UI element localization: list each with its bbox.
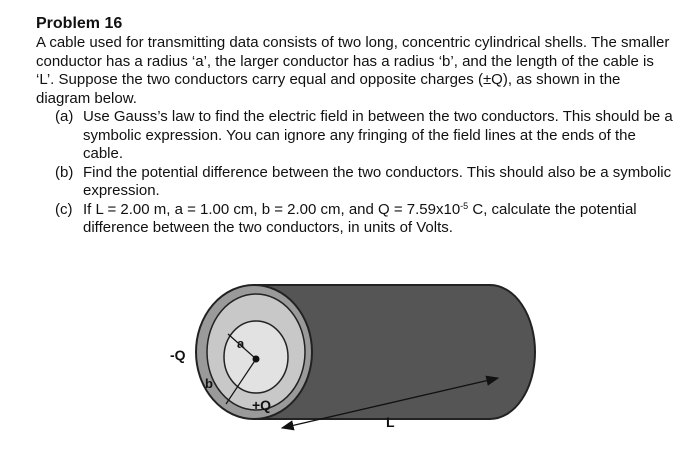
length-label: L — [386, 414, 395, 430]
part-c-text-after: C, calculate the potential difference be… — [83, 200, 637, 237]
inner-charge-label: +Q — [252, 397, 271, 413]
problem-title: Problem 16 — [36, 15, 123, 32]
length-arrow — [280, 375, 500, 431]
part-b: (b) Find the potential difference between… — [36, 164, 676, 201]
part-c-text-before: If L = 2.00 m, a = 1.00 cm, b = 2.00 cm,… — [83, 200, 461, 218]
radius-b-label: b — [205, 376, 213, 391]
part-a: (a) Use Gauss’s law to find the electric … — [36, 108, 676, 164]
part-b-label: (b) — [55, 163, 74, 181]
problem-intro: A cable used for transmitting data consi… — [36, 34, 670, 107]
outer-charge-label: -Q — [170, 347, 186, 363]
part-b-text: Find the potential difference between th… — [83, 163, 672, 200]
part-c-label: (c) — [55, 200, 73, 218]
part-a-text: Use Gauss’s law to find the electric fie… — [83, 108, 673, 162]
radius-a-line — [227, 333, 257, 360]
problem-parts: (a) Use Gauss’s law to find the electric … — [36, 108, 676, 238]
part-c: (c) If L = 2.00 m, a = 1.00 cm, b = 2.00 … — [36, 201, 676, 238]
part-c-exponent: -5 — [460, 200, 469, 211]
problem-document: Problem 16 A cable used for transmitting… — [36, 14, 676, 238]
radius-a-label: a — [237, 336, 245, 351]
part-a-label: (a) — [55, 108, 74, 125]
radius-b-line — [225, 358, 257, 405]
